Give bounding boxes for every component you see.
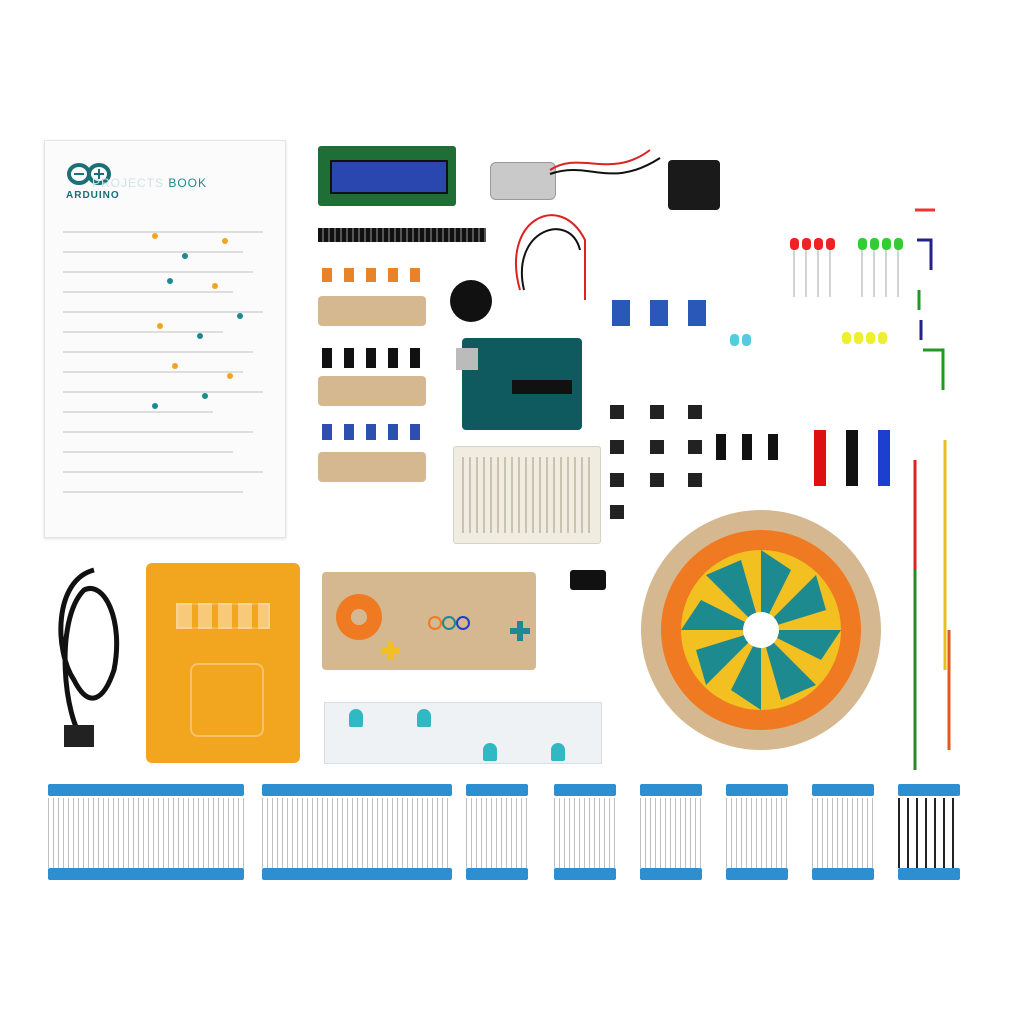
projects-book	[44, 140, 286, 538]
transistors	[322, 348, 422, 368]
potentiometers	[612, 300, 712, 326]
black-jumper	[846, 430, 858, 486]
book-title-main: BOOK	[168, 176, 208, 190]
electrolytic-capacitors	[716, 434, 786, 460]
capacitor-card	[318, 296, 426, 326]
breadboard	[453, 446, 601, 544]
blue-capacitors	[322, 424, 422, 440]
leds	[730, 238, 903, 346]
red-jumper	[814, 430, 826, 486]
clear-acrylic-panel	[324, 702, 602, 764]
color-wheel-cardboard	[641, 510, 881, 750]
book-dot-pattern	[152, 233, 243, 409]
header-pins	[318, 228, 486, 242]
microcontroller-chip	[512, 380, 572, 394]
wires	[514, 149, 661, 300]
book-title: PROJECTS BOOK	[92, 176, 252, 190]
jumper-wires	[913, 208, 951, 770]
arduino-infinity-logo-icon	[67, 163, 111, 185]
usb-cable	[58, 567, 120, 747]
blue-jumper	[878, 430, 890, 486]
book-title-faded: PROJECTS	[92, 176, 169, 190]
ceramic-capacitors	[322, 268, 422, 282]
book-brand-text: ARDUINO	[66, 190, 120, 201]
resistor-strips	[48, 784, 962, 884]
servo-motor	[668, 160, 720, 210]
electrolytic-card	[318, 452, 426, 482]
pushbuttons	[610, 405, 702, 519]
transistor-card	[318, 376, 426, 406]
usb-connector	[456, 348, 478, 370]
cardboard-panel	[322, 572, 536, 670]
dc-motor	[490, 162, 556, 200]
orange-cardboard-panel	[146, 563, 300, 763]
lcd-screen	[330, 160, 448, 194]
battery-clip	[570, 570, 606, 590]
piezo-buzzer	[450, 280, 492, 322]
